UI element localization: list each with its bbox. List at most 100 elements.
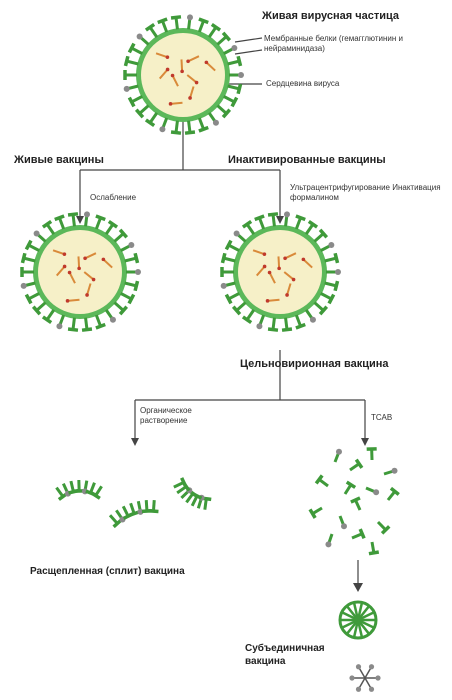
hemagglutinin-head (238, 56, 240, 66)
spike-stalk (228, 61, 240, 64)
star-tip (375, 675, 380, 680)
spike-stalk (229, 293, 240, 299)
neuraminidase-head (84, 211, 90, 217)
spike-stalk (224, 258, 236, 261)
viral-core (141, 33, 225, 117)
hemagglutinin-head (96, 324, 105, 328)
rna-end (171, 74, 175, 78)
rna-end (266, 299, 270, 303)
rna-segment (181, 59, 182, 71)
spike-stalk (286, 318, 287, 330)
rna-end (180, 70, 184, 74)
label-whole-virion: Цельновирионная вакцина (240, 358, 389, 370)
spike-stalk (228, 86, 240, 89)
label-organic-solvent: Органическое растворение (140, 406, 230, 426)
label-membrane-proteins: Мембранные белки (гемагглютинин и нейрам… (264, 34, 449, 54)
label-live-particle: Живая вирусная частица (262, 10, 399, 22)
hemagglutinin-head (171, 17, 181, 18)
rna-segment (68, 300, 80, 301)
hemagglutinin-head (222, 253, 224, 263)
spike-stalk (237, 303, 246, 311)
hemagglutinin-head (335, 281, 337, 291)
hemagglutinin-head (22, 253, 24, 263)
label-virus-core: Сердцевина вируса (266, 79, 339, 88)
inactivated-vaccine-virus (221, 211, 341, 330)
spike-stalk (29, 245, 40, 251)
neuraminidase-head (328, 242, 334, 248)
spike-stalk (96, 315, 100, 326)
neuraminidase-head (231, 45, 237, 51)
neuraminidase-head (310, 317, 316, 323)
hemagglutinin-head (26, 241, 31, 250)
spike-stalk (325, 283, 337, 286)
spike-stalk (199, 118, 203, 129)
spike-stalk (296, 218, 300, 229)
hemagglutinin-head (232, 98, 237, 107)
neuraminidase-head (110, 317, 116, 323)
neuraminidase-head (187, 14, 193, 20)
spike-stalk (189, 121, 190, 133)
spike-stalk (125, 258, 137, 261)
rna-end (85, 293, 89, 297)
label-subunit-vaccine: Субъединичная вакцина (245, 642, 355, 668)
star-tip (356, 664, 361, 669)
neuraminidase-head (336, 449, 342, 455)
hemagglutinin-head (158, 19, 167, 23)
rna-end (283, 256, 287, 260)
neuraminidase-head (392, 468, 398, 474)
rna-end (77, 267, 81, 271)
neuraminidase-head (341, 523, 347, 529)
spike-stalk (114, 234, 123, 242)
neuraminidase-head (128, 242, 134, 248)
neuraminidase-head (284, 211, 290, 217)
spike-stalk (296, 315, 300, 326)
label-ctab: ТСАВ (371, 413, 392, 422)
hemagglutinin-head (296, 324, 305, 328)
hemagglutinin-head (26, 295, 31, 304)
neuraminidase-head (213, 120, 219, 126)
hemagglutinin-head (182, 478, 186, 487)
hemagglutinin-head (148, 511, 158, 512)
hemagglutinin-head (135, 253, 137, 263)
hemagglutinin-head (268, 329, 278, 330)
label-live-vaccines: Живые вакцины (14, 154, 104, 166)
spike-stalk (273, 214, 274, 226)
hemagglutinin-head (96, 216, 105, 220)
rna-end (169, 102, 173, 106)
star-tip (356, 687, 361, 692)
rna-end (292, 278, 296, 282)
spike-stalk (259, 218, 263, 229)
neuraminidase-head (124, 86, 130, 92)
rna-end (186, 59, 190, 63)
spike-stalk (199, 21, 203, 32)
label-ultracentrifugation: Ультрацентрифугирование Инактивация форм… (290, 183, 445, 203)
rna-end (263, 252, 267, 256)
hemagglutinin-head (369, 552, 379, 554)
spike-stalk (247, 310, 254, 320)
spike-stalk (47, 310, 54, 320)
hemagglutinin-head (310, 509, 315, 518)
spike-stalk (162, 21, 166, 32)
spike-stalk (121, 293, 132, 299)
hemagglutinin-head (351, 498, 360, 502)
spike-stalk (125, 283, 137, 286)
spike-stalk (47, 224, 54, 234)
spike-stalk (150, 27, 157, 37)
hemagglutinin-head (226, 241, 231, 250)
label-attenuation: Ослабление (90, 193, 136, 202)
hemagglutinin-head (199, 19, 208, 23)
hemagglutinin-head (329, 295, 334, 304)
rna-end (102, 258, 106, 262)
rna-end (205, 61, 209, 65)
spike-stalk (176, 17, 177, 29)
spike-stalk (314, 303, 323, 311)
ctab-spike-cluster (310, 449, 399, 554)
rna-end (63, 265, 67, 269)
hemagglutinin-head (135, 281, 137, 291)
spike-stalk (209, 27, 216, 37)
hemagglutinin-head (238, 84, 240, 94)
subunit-rosette (340, 602, 376, 638)
star-tip (369, 664, 374, 669)
spike-stalk (59, 218, 63, 229)
